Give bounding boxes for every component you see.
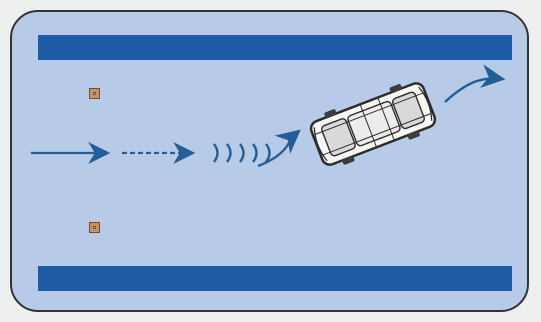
sound-waves-icon [214,144,270,162]
car-icon [307,76,439,171]
exit-arrow-icon [445,78,503,102]
curved-arrow-icon [258,131,299,166]
